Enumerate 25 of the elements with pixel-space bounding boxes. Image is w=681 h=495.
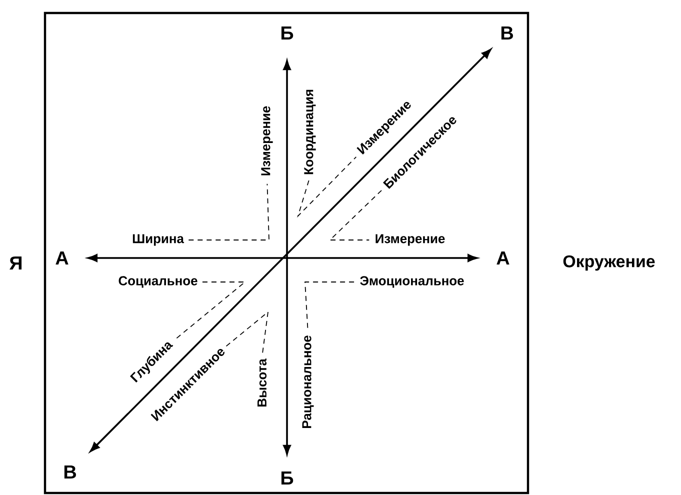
axis-label: Социальное [118,276,198,288]
axis-letter: В [501,26,513,40]
leader-line [188,183,270,240]
axis-label: Эмоциональное [360,276,464,288]
axis-label: Измерение [376,234,445,246]
leader-line [226,310,269,354]
side-label: Я [10,256,22,270]
axis-label: Координация [304,90,316,174]
axis-arrow [90,48,492,452]
axis-label: Измерение [261,106,273,176]
axis-letter: А [496,252,510,264]
axis-letter: В [64,465,76,478]
side-label: Окружение [563,255,655,271]
axis-letter: А [56,252,68,264]
axis-label: Ширина [132,234,184,246]
leader-line [328,190,382,240]
axis-letter: Б [281,26,294,40]
axis-label: Высота [258,358,267,406]
leader-line [297,156,357,218]
leader-line [174,282,246,340]
axis-arrow [88,254,478,262]
axis-label: Рациональное [302,336,314,428]
leader-line [304,282,354,330]
axis-arrow [283,60,291,455]
axis-letter: Б [281,471,294,484]
